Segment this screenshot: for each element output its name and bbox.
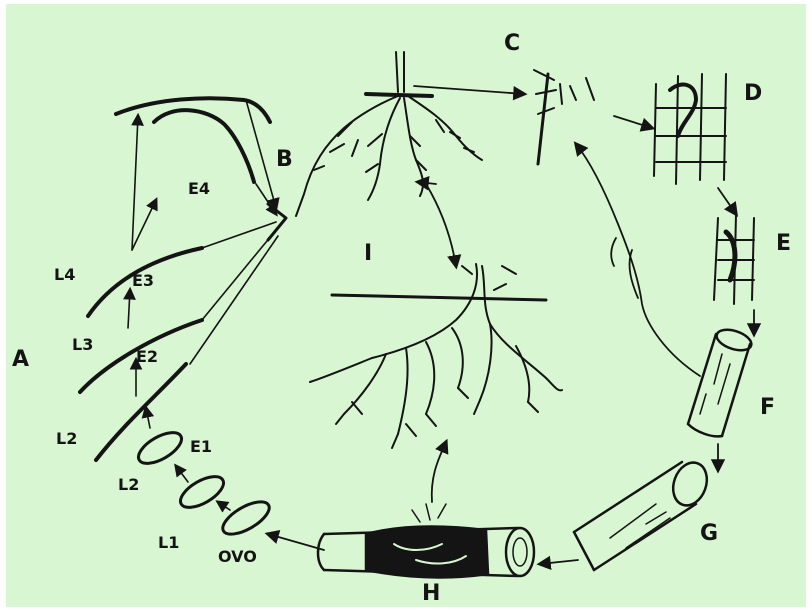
- label-ovo: OVO: [218, 547, 257, 566]
- label-b: B: [276, 147, 293, 172]
- label-f: F: [760, 395, 775, 420]
- label-e4: E4: [188, 179, 210, 198]
- lifecycle-diagram: A B C D E F G H I E4 E3 E2 E1 L4 L3 L2 L…: [6, 4, 806, 607]
- label-a: A: [12, 347, 29, 372]
- label-d: D: [744, 81, 762, 106]
- label-e1: E1: [190, 437, 212, 456]
- label-c: C: [504, 31, 520, 56]
- label-h: H: [422, 581, 440, 606]
- label-i: I: [364, 241, 372, 266]
- label-l2-right: L2: [118, 475, 139, 494]
- label-l3: L3: [72, 335, 93, 354]
- label-e: E: [776, 231, 791, 256]
- label-l1: L1: [158, 533, 179, 552]
- label-e3: E3: [132, 271, 154, 290]
- label-g: G: [700, 521, 718, 546]
- label-e2: E2: [136, 347, 158, 366]
- diagram-panel: A B C D E F G H I E4 E3 E2 E1 L4 L3 L2 L…: [6, 4, 806, 607]
- label-l4: L4: [54, 265, 75, 284]
- label-l2-left: L2: [56, 429, 77, 448]
